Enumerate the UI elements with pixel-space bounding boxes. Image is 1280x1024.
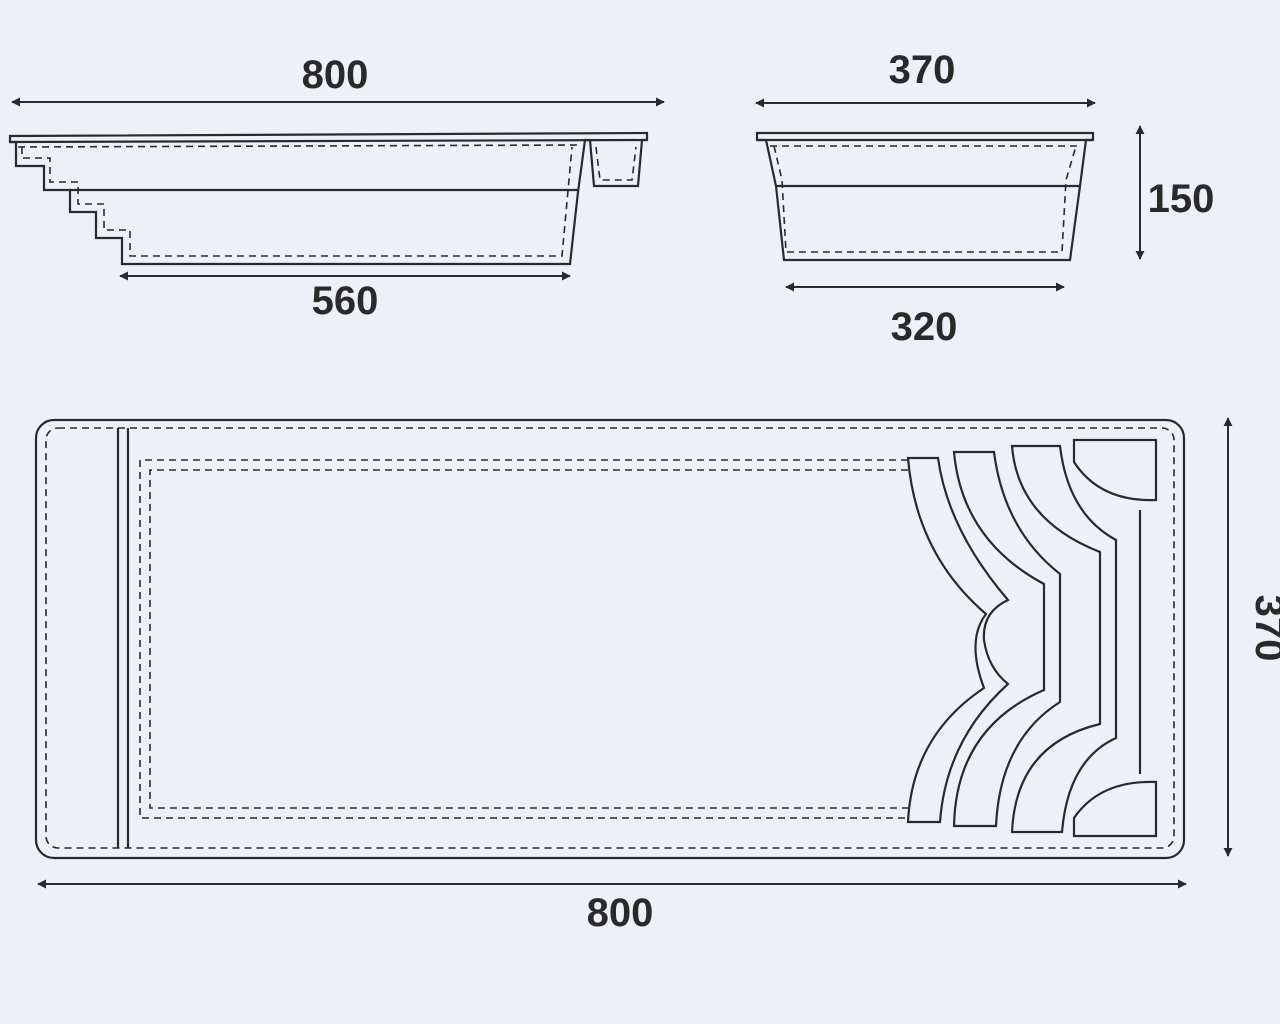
end-view: 370 150 320 (755, 48, 1215, 349)
plan-step-2 (952, 450, 1062, 828)
plan-step-4-lower (1072, 780, 1158, 838)
plan-step-1 (906, 456, 1010, 824)
side-rim-line (9, 138, 648, 144)
end-profile-outline (755, 131, 1095, 262)
end-depth-label: 150 (1148, 177, 1215, 221)
plan-inner-dashed-a (139, 459, 908, 819)
end-width-label: 370 (889, 48, 956, 92)
plan-step-3 (1010, 444, 1118, 834)
plan-outer-outline (34, 418, 1186, 860)
side-length-label: 800 (302, 53, 369, 97)
plan-step-4 (1072, 438, 1158, 502)
side-inner-dashed-contour (17, 144, 637, 257)
plan-rim-dashed (45, 427, 1175, 849)
side-view: 800 560 (8, 53, 665, 323)
plan-width-label: 370 (1247, 595, 1280, 662)
end-inner-dashed-contour (770, 145, 1082, 253)
side-floor-length-label: 560 (312, 279, 379, 323)
plan-inner-dashed-b (149, 469, 908, 809)
end-floor-width-label: 320 (891, 305, 958, 349)
side-profile-outline (8, 131, 649, 266)
plan-view: 800 370 (34, 417, 1280, 935)
plan-length-label: 800 (587, 891, 654, 935)
